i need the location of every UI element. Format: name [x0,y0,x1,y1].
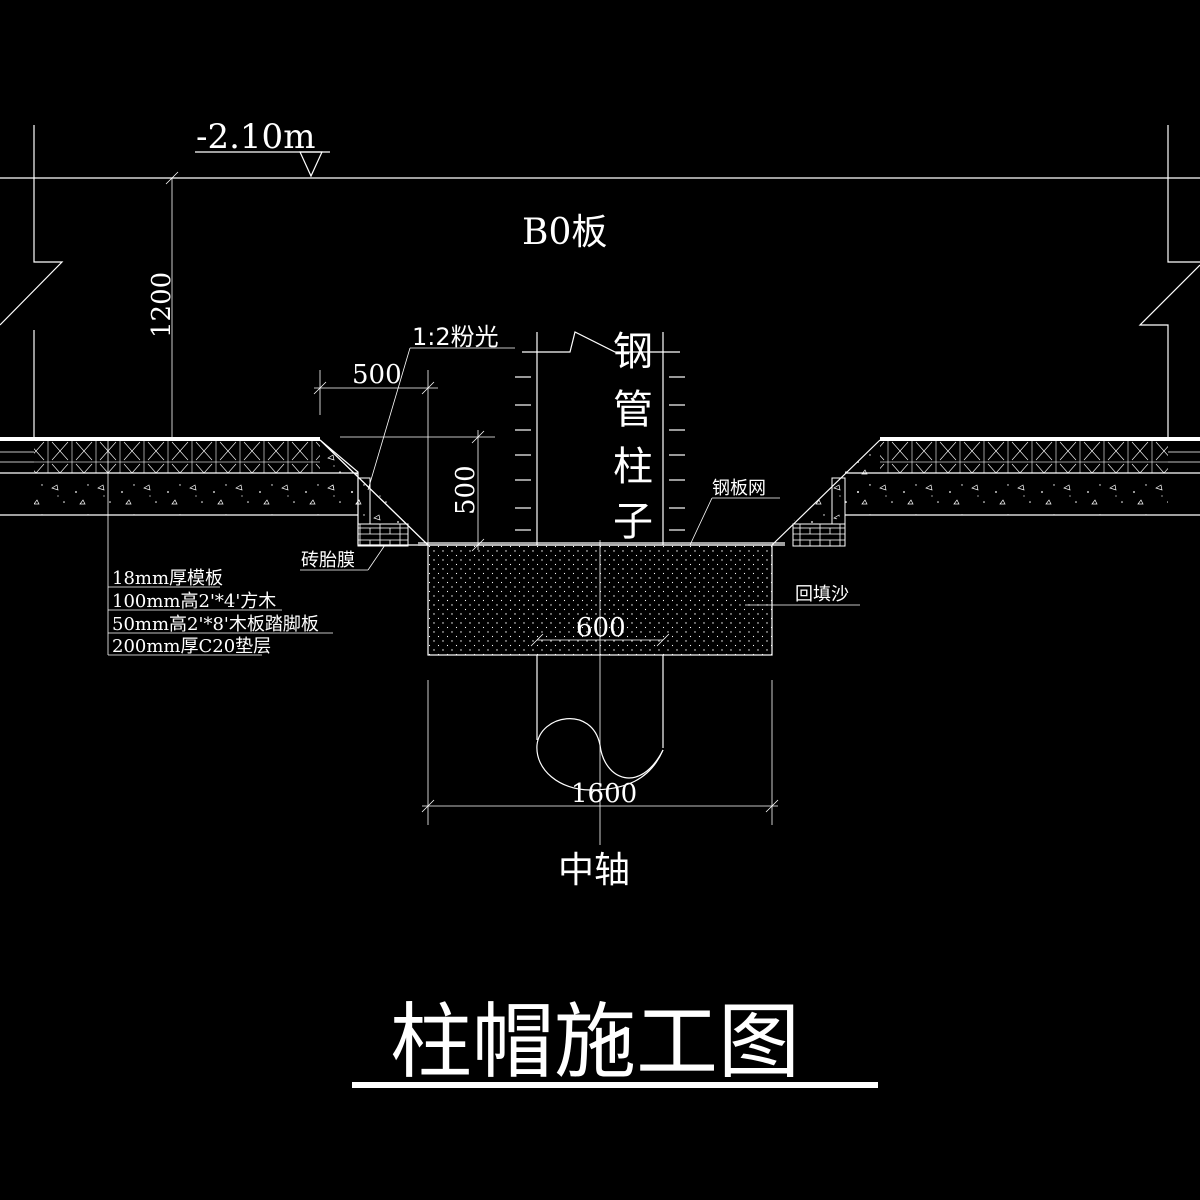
dim-1200-text: 1200 [147,272,177,338]
slab-outline [0,125,1200,440]
dim-1600-text: 1600 [571,779,637,809]
elevation-marker: -2.10m [195,117,330,178]
mesh-label: 钢板网 [712,478,766,499]
dim-haunch-depth: 500 [340,430,495,552]
dim-haunch-width: 500 [313,360,438,545]
finish-callout: 1:2粉光 [367,323,515,491]
drawing-title: 柱帽施工图 [352,995,878,1090]
haunch-right [771,439,881,547]
column-char-4: 子 [613,499,653,545]
dim-500-width-text: 500 [352,360,402,390]
stud-right-column [669,376,685,531]
floor-layers-right [845,437,1200,516]
haunch-left [319,439,430,547]
layer-1-text: 18mm厚模板 [112,568,223,589]
dim-cap-width: 1600 [421,779,779,813]
layer-4-text: 200mm厚C20垫层 [112,636,271,657]
dim-column-width: 600 [530,613,670,647]
brick-callout: 砖胎膜 [300,544,386,571]
floor-layers-left [0,437,360,516]
column-char-1: 钢 [613,329,653,375]
sand-callout: 回填沙 [745,584,860,606]
slab-label: B0板 [522,212,607,253]
dim-500-depth-text: 500 [451,465,481,515]
brick-label: 砖胎膜 [301,550,355,571]
finish-label: 1:2粉光 [412,323,499,351]
steel-pipe-column: 钢 管 柱 子 [515,329,685,545]
stud-left-column [515,376,531,531]
elevation-label: -2.10m [196,117,315,157]
layer-3-text: 50mm高2'*8'木板踏脚板 [112,614,319,635]
sand-label: 回填沙 [795,584,849,605]
mesh-callout: 钢板网 [689,478,780,546]
layer-list: 18mm厚模板 100mm高2'*4'方木 50mm高2'*8'木板踏脚板 20… [107,440,333,657]
column-char-3: 柱 [613,444,653,490]
pipe-below-cap [427,655,773,825]
axis-label: 中轴 [558,850,630,891]
layer-2-text: 100mm高2'*4'方木 [112,591,276,612]
dim-slab-height: 1200 [147,171,179,440]
title-text: 柱帽施工图 [390,995,800,1090]
dim-600-text: 600 [576,613,626,643]
column-char-2: 管 [613,387,653,433]
